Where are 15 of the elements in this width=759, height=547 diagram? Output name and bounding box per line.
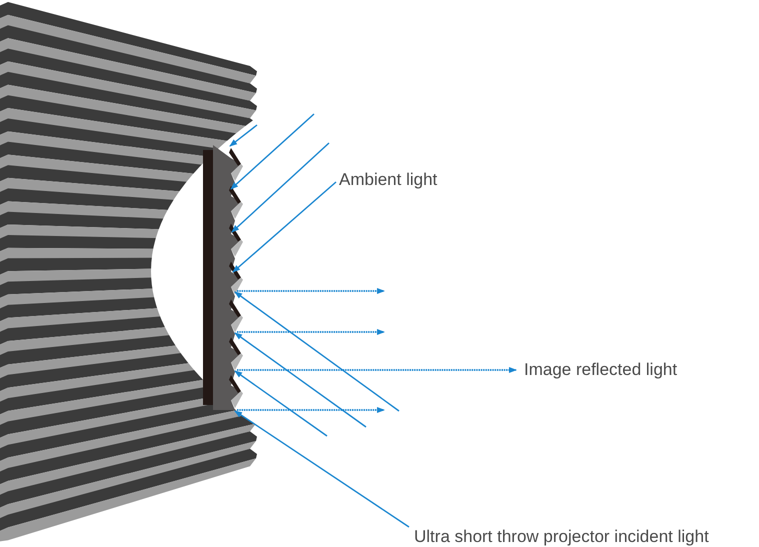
reflected-light-arrow — [237, 288, 385, 294]
light-ray-arrow — [234, 370, 328, 437]
callout-label: Ambient light — [339, 170, 438, 190]
reflected-light-arrow — [237, 407, 385, 413]
light-ray-arrow — [231, 142, 330, 233]
reflected-light-arrow — [237, 329, 385, 335]
light-ray-arrow — [232, 181, 336, 273]
light-ray-arrow — [229, 124, 258, 147]
light-ray-arrow — [234, 410, 410, 528]
light-ray-arrow — [234, 291, 400, 412]
reflected-light-arrow — [237, 367, 517, 373]
light-ray-arrow — [230, 113, 314, 190]
callout-label: Image reflected light — [524, 360, 678, 380]
callout-label: Ultra short throw projector incident light — [414, 527, 709, 547]
light-ray-arrow — [234, 332, 366, 428]
